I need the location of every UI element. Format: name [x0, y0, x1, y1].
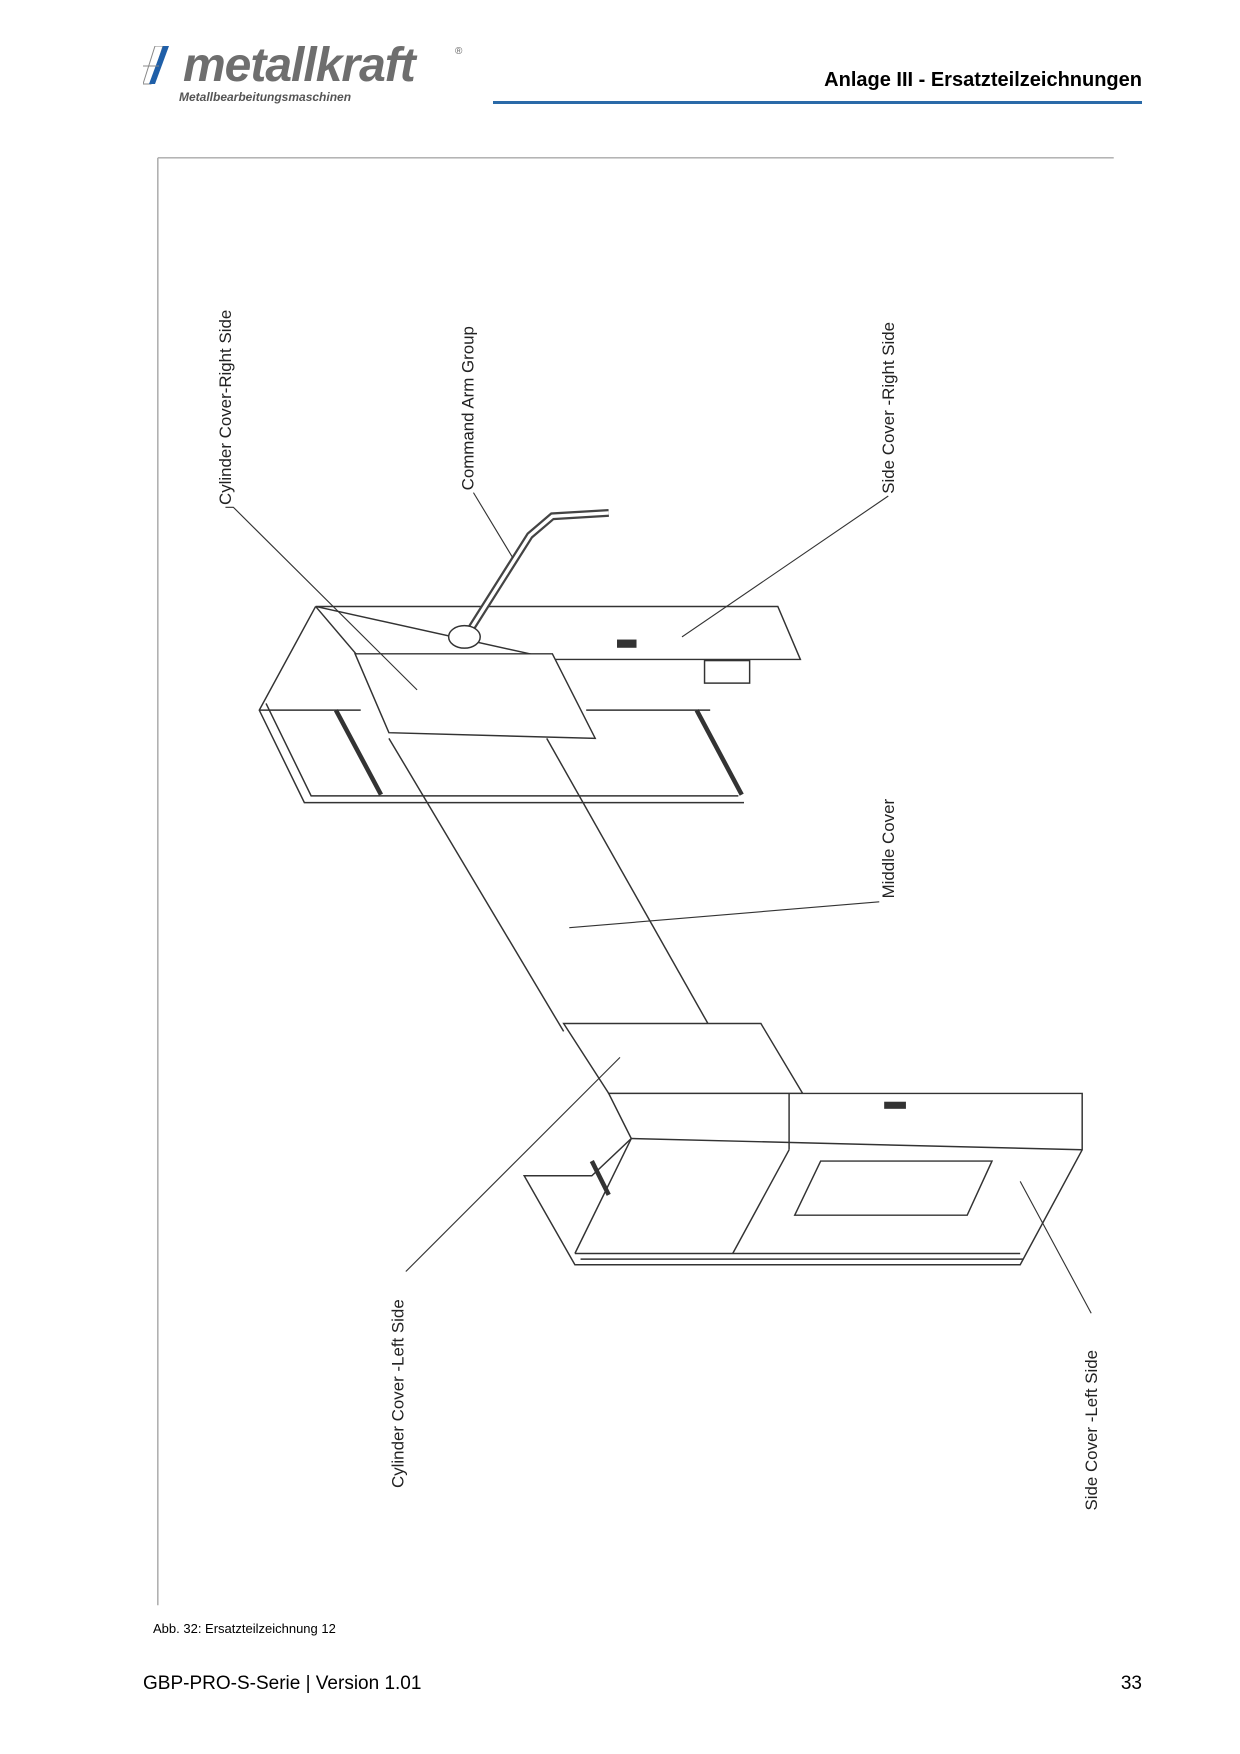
middle-cover [388, 737, 709, 1032]
page-title: Anlage III - Ersatzteilzeichnungen [824, 69, 1142, 91]
logo-subtitle: Metallbearbeitungsmaschinen [179, 90, 352, 104]
access-window [793, 1160, 994, 1216]
header-divider [493, 101, 1142, 104]
right-side-assembly [258, 508, 802, 804]
metallkraft-logo: metallkraft ® Metallbearbeitungsmaschine… [143, 39, 473, 106]
label-cylinder-cover-left: Cylinder Cover -Left Side [389, 1299, 408, 1488]
label-command-arm-group: Command Arm Group [458, 326, 477, 490]
side-cover-right [315, 605, 802, 661]
left-side-assembly [522, 1022, 1083, 1266]
label-side-cover-left: Side Cover -Left Side [1082, 1350, 1101, 1511]
label-middle-cover: Middle Cover [879, 799, 898, 899]
logo-wordmark: metallkraft [183, 39, 416, 92]
figure-caption: Abb. 32: Ersatzteilzeichnung 12 [153, 1621, 336, 1636]
registered-mark: ® [455, 46, 463, 57]
footer-document-version: GBP-PRO-S-Serie | Version 1.01 [143, 1673, 422, 1694]
logo-mark-icon [143, 46, 169, 85]
cylinder-cover-right [353, 653, 597, 740]
label-cylinder-cover-right: Cylinder Cover-Right Side [216, 310, 235, 505]
label-side-cover-right: Side Cover -Right Side [879, 322, 898, 494]
page-number: 33 [1120, 1673, 1142, 1694]
leader-lines [225, 492, 1092, 1314]
cylinder-cover-left [562, 1022, 804, 1095]
